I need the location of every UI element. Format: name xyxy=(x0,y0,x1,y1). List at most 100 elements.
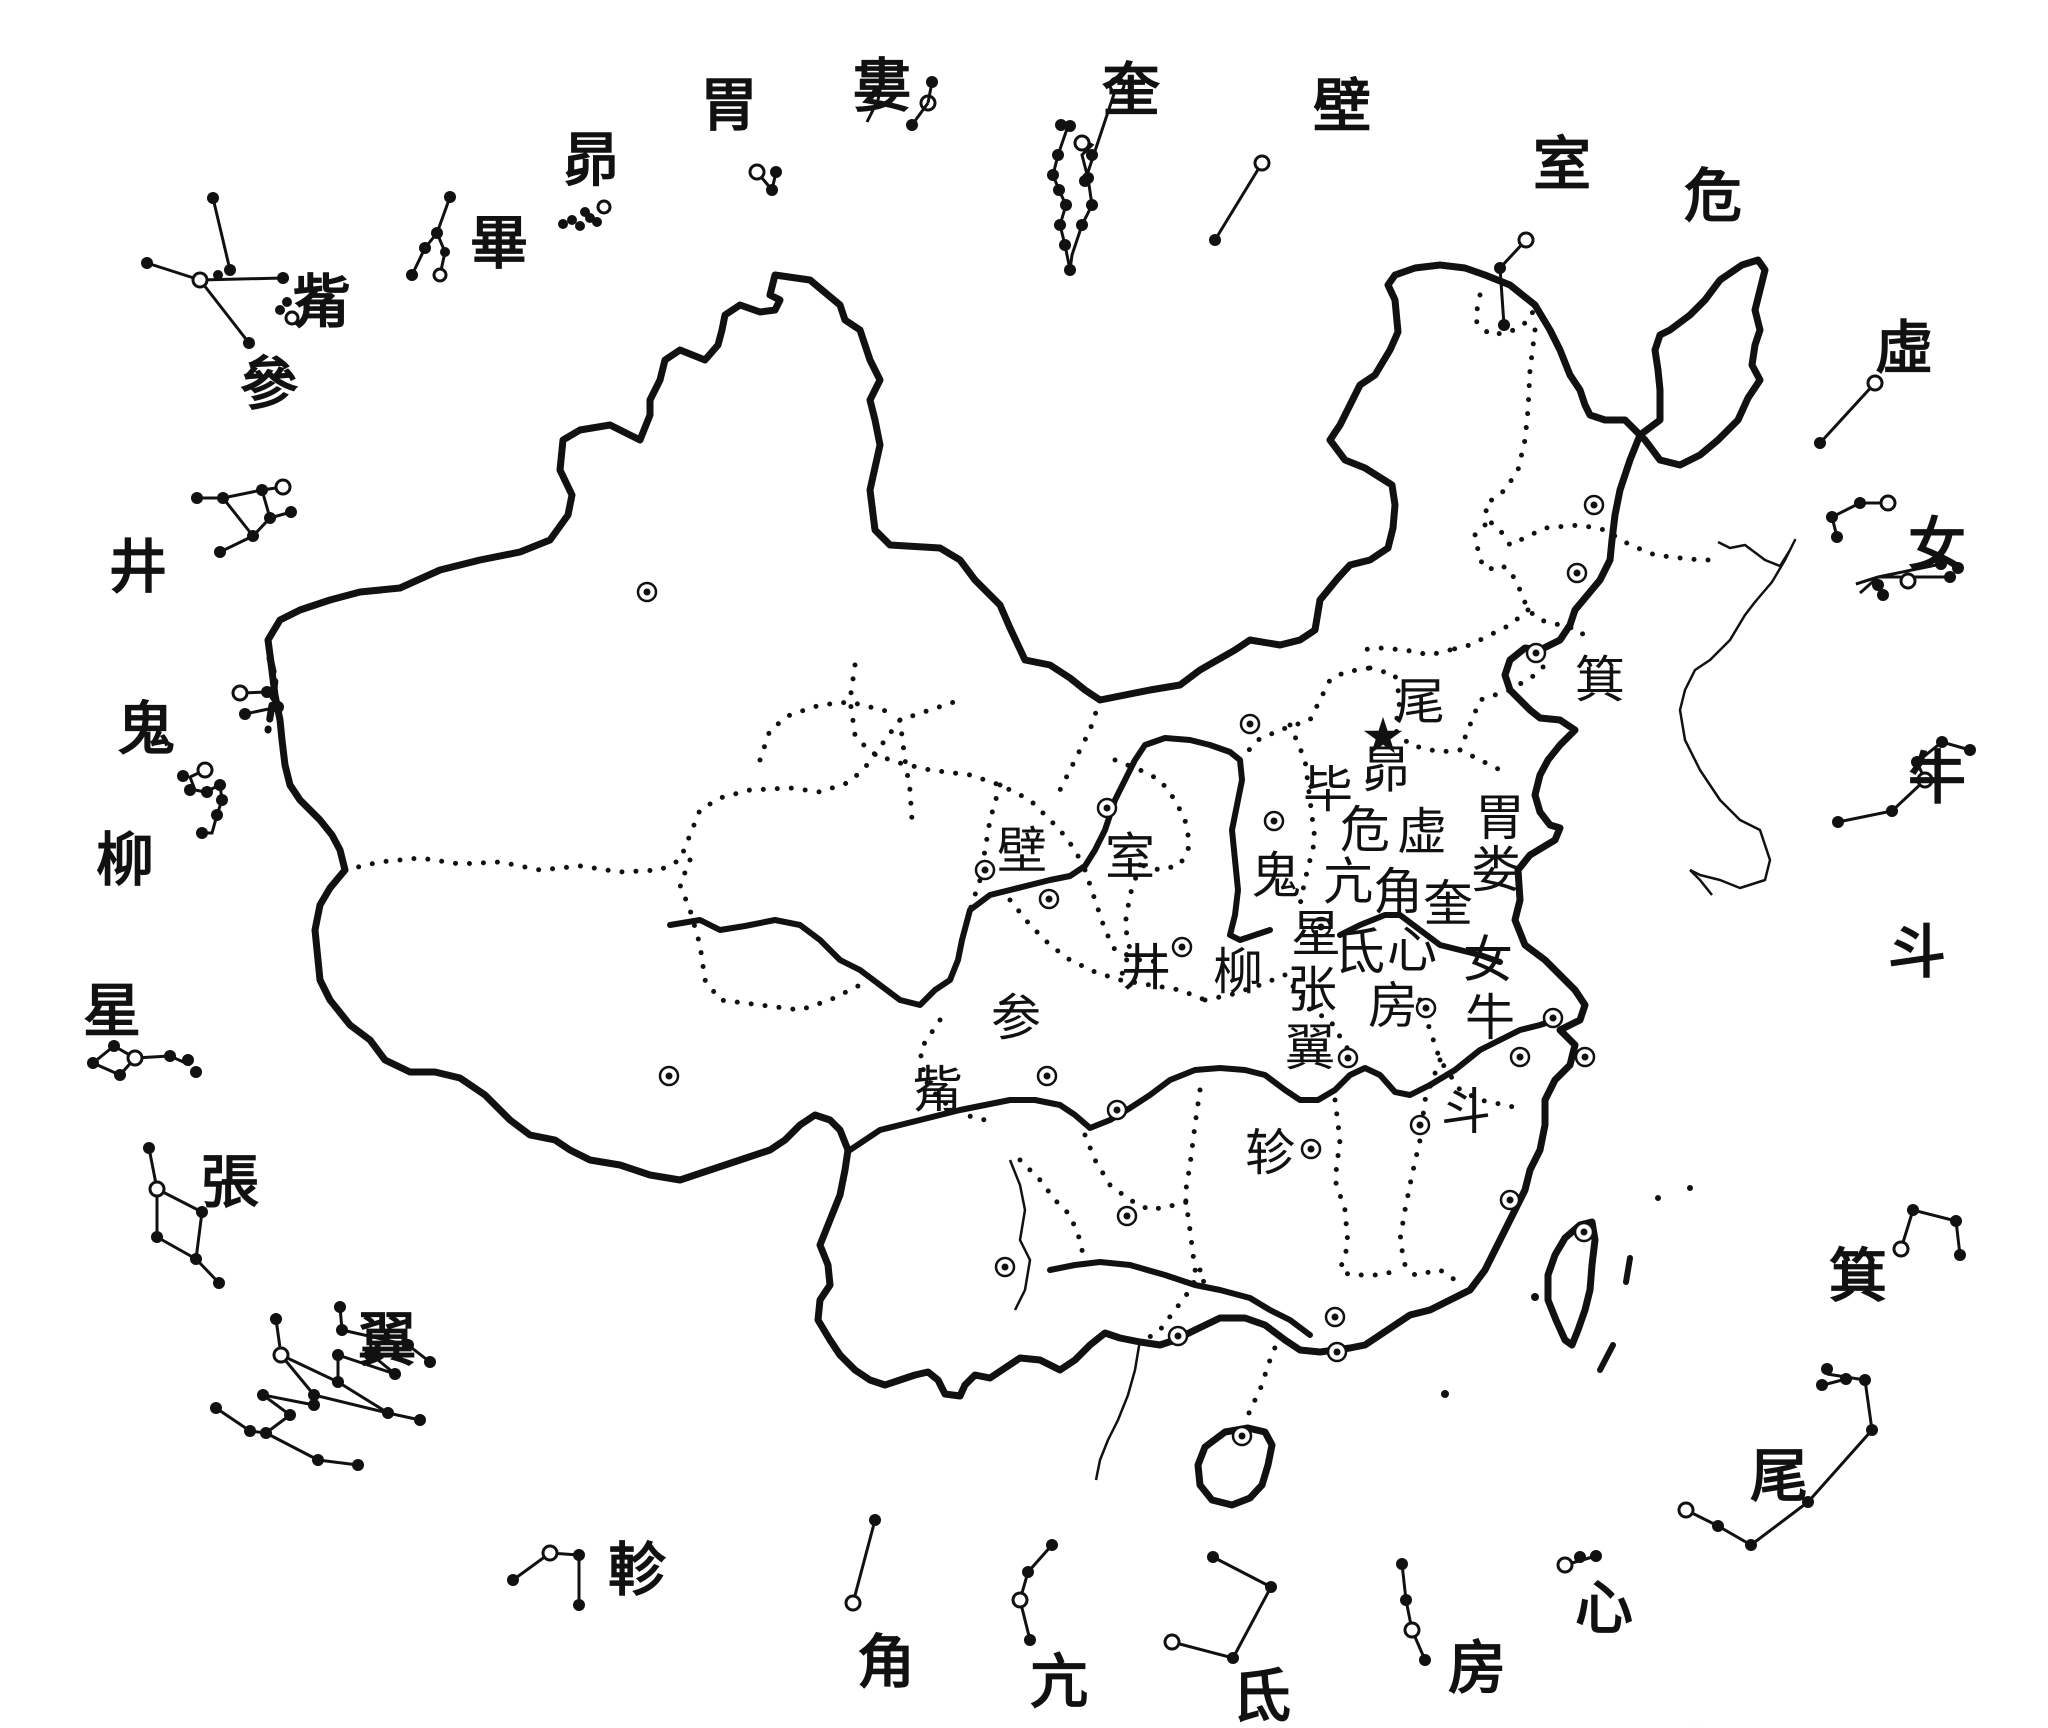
mansion-label-bi: 畢 xyxy=(470,209,528,277)
mansion-label-zhen: 軫 xyxy=(608,1536,667,1604)
constellation-wei-tail xyxy=(1677,1363,1878,1551)
field-label: 觜 xyxy=(913,1061,963,1119)
capital-city-icon xyxy=(974,859,996,881)
constellation-jiao xyxy=(844,1514,881,1612)
capital-city-icon xyxy=(1566,562,1588,584)
constellation-xu xyxy=(1814,374,1884,449)
constellation-shi xyxy=(1209,154,1271,246)
capital-city-icon xyxy=(1583,494,1605,516)
field-label: 翼 xyxy=(1285,1019,1335,1077)
mansion-label-wei_stomach: 胃 xyxy=(700,71,758,139)
constellation-shen xyxy=(141,192,289,349)
constellation-kui xyxy=(1047,119,1098,276)
mansion-label-xing: 星 xyxy=(83,977,141,1045)
china-map xyxy=(264,256,1797,1509)
capital-city-icon xyxy=(1300,1138,1322,1160)
mansion-label-fang: 房 xyxy=(1448,1634,1506,1702)
field-label: 角 xyxy=(1373,863,1423,921)
capital-city-icon xyxy=(1415,997,1437,1019)
korea-north-border xyxy=(1689,869,1713,896)
field-label: 柳 xyxy=(1213,943,1263,1001)
capital-star-icon: ★ xyxy=(1361,707,1406,765)
mansion-label-gui: 鬼 xyxy=(117,695,175,763)
capital-city-icon xyxy=(1171,936,1193,958)
constellation-niu xyxy=(1855,558,1964,601)
field-label: 虚 xyxy=(1397,803,1447,861)
islet-dot xyxy=(1441,1390,1449,1398)
constellation-jing xyxy=(191,478,297,558)
capital-city-icon xyxy=(1574,1046,1596,1068)
constellation-kang xyxy=(1011,1539,1058,1646)
constellation-liu xyxy=(177,761,228,839)
capital-city-icon xyxy=(1326,1341,1348,1363)
national-border xyxy=(264,256,1769,1400)
field-label: 危 xyxy=(1340,801,1390,859)
mansion-label-wei_tail: 尾 xyxy=(1750,1442,1808,1510)
field-label: 星 xyxy=(1291,905,1341,963)
field-label: 斗 xyxy=(1441,1083,1491,1141)
field-label: 亢 xyxy=(1323,853,1373,911)
constellation-nv xyxy=(1826,494,1897,543)
field-label: 箕 xyxy=(1575,651,1625,709)
islet-dot xyxy=(1655,1195,1661,1201)
constellation-dou xyxy=(1832,736,1976,828)
capital-city-icon xyxy=(1036,1065,1058,1087)
western-frontier-dashes xyxy=(264,654,279,734)
constellation-zhang xyxy=(143,1142,225,1289)
capital-city-icon xyxy=(1038,888,1060,910)
field-label: 轸 xyxy=(1245,1124,1295,1182)
constellation-ji xyxy=(1892,1204,1966,1261)
mansion-label-shi: 室 xyxy=(1533,130,1591,198)
field-label: 尾 xyxy=(1395,673,1445,731)
pearl-river xyxy=(1047,1259,1313,1338)
field-label: 参 xyxy=(991,989,1041,1047)
mansion-label-wei_danger: 危 xyxy=(1684,162,1742,230)
mansion-label-dou: 斗 xyxy=(1888,918,1946,986)
field-label: 毕 xyxy=(1303,761,1353,819)
mansion-label-niu: 牛 xyxy=(1908,744,1966,812)
capital-city-icon xyxy=(1525,642,1547,664)
capital-city-icon xyxy=(1239,713,1261,735)
capital-city-icon xyxy=(994,1256,1016,1278)
mansion-label-jiao: 角 xyxy=(857,1628,915,1696)
constellation-zi xyxy=(275,297,300,326)
red-river xyxy=(1094,1339,1142,1481)
constellation-zhen xyxy=(507,1544,585,1611)
mansion-label-mao: 昴 xyxy=(562,126,620,194)
mansion-label-kang: 亢 xyxy=(1030,1648,1088,1716)
field-label: 氐 xyxy=(1335,923,1385,981)
capital-city-icon xyxy=(1324,1306,1346,1328)
field-label: 房 xyxy=(1368,977,1418,1035)
mansion-label-lou: 婁 xyxy=(853,52,911,120)
capital-city-icon xyxy=(1499,1189,1521,1211)
constellation-fang xyxy=(1396,1558,1431,1666)
outer-mansion-labels: 觜參畢昴胃婁奎壁室危虛女牛斗箕尾心房氐亢角軫翼張星柳鬼井 xyxy=(83,52,1966,1728)
islet-dot xyxy=(1531,1293,1539,1301)
constellation-figures xyxy=(87,76,1976,1666)
mansion-label-jing: 井 xyxy=(109,533,167,601)
provincial-borders xyxy=(342,292,1721,1428)
mansion-label-kui: 奎 xyxy=(1102,56,1161,124)
field-label: 奎 xyxy=(1423,875,1473,933)
field-label: 胃 xyxy=(1475,789,1525,847)
constellation-mao xyxy=(558,199,612,231)
capital-city-icon xyxy=(1509,1046,1531,1068)
field-label: 张 xyxy=(1287,961,1337,1019)
korea-outline xyxy=(1678,538,1797,890)
capital-city-icon xyxy=(1573,1221,1595,1243)
constellation-xing xyxy=(87,1040,202,1081)
constellation-lou xyxy=(865,76,938,131)
field-label: 井 xyxy=(1121,939,1171,997)
constellation-bi xyxy=(406,191,456,283)
map-field-labels: 尾箕昴毕危虚胃亢娄鬼角奎星氐心女柳张房牛翼斗轸壁室井参觜 xyxy=(913,651,1625,1182)
capital-city-icon xyxy=(658,1065,680,1087)
capital-city-icon xyxy=(636,581,658,603)
mansion-label-shen: 參 xyxy=(240,350,299,418)
yellow-river xyxy=(667,735,1273,1008)
capital-city-icon xyxy=(1542,1007,1564,1029)
capital-city-icon xyxy=(1409,1114,1431,1136)
field-label: 壁 xyxy=(997,822,1047,880)
field-label: 心 xyxy=(1387,921,1437,979)
capital-city-icon xyxy=(1337,1047,1359,1069)
